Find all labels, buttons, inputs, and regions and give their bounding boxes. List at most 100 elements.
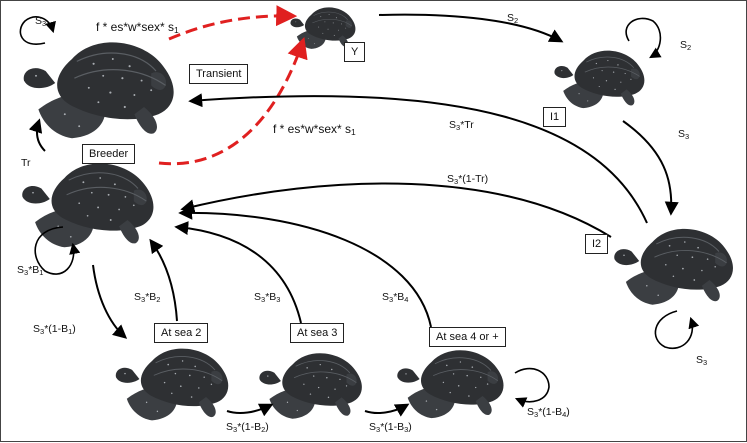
arrow-breeder-to-y — [158, 37, 308, 166]
turtle-transient — [23, 41, 175, 139]
label-subscript: 3 — [685, 132, 690, 141]
arrow-i2-self — [654, 310, 700, 350]
arrow-i1-to-i2 — [622, 120, 679, 216]
label-base: f * es*w*sex* s — [96, 20, 175, 34]
arrow-transient-to-y — [168, 5, 298, 41]
label-subscript: 3 — [24, 268, 29, 277]
arrow-sea3-to-breeder — [174, 221, 302, 324]
label-base: S — [680, 39, 688, 51]
label-tail: *(1-Tr) — [458, 173, 489, 185]
arrow-sea2-to-sea3 — [226, 403, 274, 417]
label-base: Tr — [21, 157, 31, 169]
arrow-sea4-to-breeder — [178, 205, 432, 328]
arrow-sea3-to-sea4 — [364, 403, 410, 417]
label-sea3-to-sea4: S3*(1-B3) — [369, 421, 412, 436]
label-tail-2: ) — [265, 421, 269, 433]
label-subscript: 3 — [456, 123, 461, 132]
stage-at-sea-3: At sea 3 — [290, 323, 345, 343]
arrow-breeder-self — [34, 226, 81, 275]
label-subscript-2: 1 — [39, 268, 44, 277]
label-subscript-2: 2 — [156, 295, 161, 304]
label-fecundity-top: f * es*w*sex* s1 — [96, 21, 179, 36]
label-tail-2: ) — [72, 323, 76, 335]
label-i2-to-breeder: S3*(1-Tr) — [447, 173, 488, 188]
label-y-to-i1: S2 — [507, 12, 518, 27]
label-subscript-2: 3 — [404, 425, 409, 434]
label-subscript: 3 — [141, 295, 146, 304]
label-tail: *(1-B — [237, 421, 262, 433]
label-tail-2: ) — [566, 406, 570, 418]
stage-i2: I2 — [585, 234, 609, 254]
arrow-breeder-to-transient — [28, 118, 46, 152]
label-subscript: 1 — [351, 127, 356, 137]
label-base: S — [134, 291, 142, 303]
label-subscript: 3 — [454, 177, 459, 186]
label-fecundity-mid: f * es*w*sex* s1 — [273, 123, 356, 138]
label-subscript-2: 2 — [261, 425, 266, 434]
arrow-y-to-i1 — [378, 13, 564, 43]
label-tail: *Tr — [460, 119, 474, 131]
label-sea4-to-breeder: S3*B4 — [382, 291, 408, 306]
label-sea2-to-breeder: S3*B2 — [134, 291, 160, 306]
label-base: S — [33, 323, 41, 335]
label-subscript: 3 — [703, 358, 708, 367]
stage-y: Y — [344, 42, 366, 62]
label-subscript: 2 — [514, 16, 519, 25]
turtle-at-sea-3 — [258, 352, 363, 420]
stage-breeder: Breeder — [82, 144, 136, 164]
stage-transient: Transient — [189, 64, 249, 84]
label-tail: *(1-B — [44, 323, 69, 335]
label-base: S — [369, 421, 377, 433]
label-tail-2: ) — [408, 421, 412, 433]
label-i2-self: S3 — [696, 354, 707, 369]
arrow-breeder-to-sea2 — [92, 264, 128, 339]
stage-at-sea-2: At sea 2 — [154, 323, 209, 343]
label-subscript: 1 — [174, 25, 179, 35]
label-subscript-2: 4 — [404, 295, 409, 304]
label-subscript: 3 — [42, 19, 47, 28]
label-subscript: 3 — [376, 425, 381, 434]
label-sea4-self: S3*(1-B4) — [527, 406, 570, 421]
label-tail: *B — [145, 291, 157, 303]
label-base: S — [35, 15, 43, 27]
label-i1-self: S2 — [680, 39, 691, 54]
label-base: S — [254, 291, 262, 303]
arrow-i2-to-breeder — [180, 182, 612, 238]
label-base: f * es*w*sex* s — [273, 122, 352, 136]
label-subscript-2: 4 — [562, 410, 567, 419]
label-subscript-2: 1 — [68, 327, 73, 336]
label-base: S — [696, 354, 704, 366]
label-base: S — [226, 421, 234, 433]
label-tail: *(1-B — [538, 406, 563, 418]
label-tail: *(1-B — [380, 421, 405, 433]
label-subscript: 3 — [534, 410, 539, 419]
label-base: S — [447, 173, 455, 185]
label-subscript-2: 3 — [276, 295, 281, 304]
arrow-i2-to-transient — [188, 93, 648, 224]
label-breeder-self: S3*B1 — [17, 264, 43, 279]
stage-at-sea-4: At sea 4 or + — [429, 327, 506, 347]
label-base: S — [17, 264, 25, 276]
label-sea3-to-breeder: S3*B3 — [254, 291, 280, 306]
turtle-at-sea-4 — [396, 349, 504, 419]
label-i1-to-i2: S3 — [678, 128, 689, 143]
label-transient-self: S3 — [35, 15, 46, 30]
arrow-i1-self — [625, 17, 662, 59]
label-tail: *B — [265, 291, 277, 303]
label-tail: *B — [393, 291, 405, 303]
label-breeder-to-sea2: S3*(1-B1) — [33, 323, 76, 338]
arrow-transient-self — [19, 16, 56, 45]
label-tr: Tr — [21, 157, 31, 169]
turtle-at-sea-2 — [115, 348, 229, 421]
label-sea2-to-sea3: S3*(1-B2) — [226, 421, 269, 436]
turtle-i1 — [554, 50, 645, 109]
label-base: S — [527, 406, 535, 418]
label-subscript: 3 — [40, 327, 45, 336]
turtle-icon — [23, 41, 175, 139]
stage-i1: I1 — [543, 107, 567, 127]
label-base: S — [507, 12, 515, 24]
turtle-i2 — [613, 228, 734, 306]
label-base: S — [382, 291, 390, 303]
